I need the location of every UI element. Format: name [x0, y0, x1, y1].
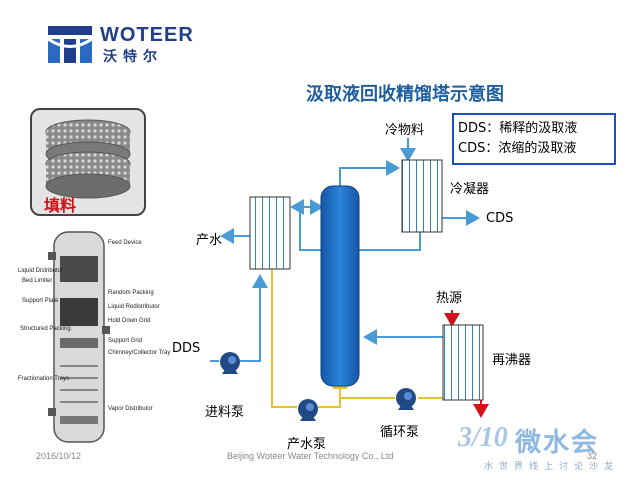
- column-cutaway-illustration: Feed Device Liquid Distributor Bed Limit…: [18, 226, 182, 448]
- legend-box: [452, 113, 616, 165]
- packing-label: 填料: [44, 196, 77, 215]
- label-heat-source: 热源: [436, 291, 463, 306]
- reboiler-exchanger: [442, 324, 484, 401]
- callout-bed-limiter: Bed Limiter: [22, 278, 53, 284]
- packing-photo: [30, 108, 146, 216]
- label-cold-material: 冷物料: [385, 123, 425, 138]
- logo-cn: 沃特尔: [103, 49, 163, 65]
- callout-hold-down-grid: Hold Down Grid: [108, 318, 151, 324]
- legend-dds: DDS：稀释的汲取液: [458, 121, 578, 136]
- label-cds-out: CDS: [486, 211, 514, 226]
- label-feed-pump: 进料泵: [205, 405, 245, 420]
- callout-support-grid: Support Grid: [108, 338, 143, 344]
- label-dds-in: DDS: [172, 341, 201, 356]
- callout-support-plate: Support Plate: [22, 298, 59, 304]
- logo-name: WOTEER: [100, 24, 194, 46]
- page-title: 汲取液回收精馏塔示意图: [306, 84, 504, 105]
- watermark-slogan: 水世界线上讨论沙龙: [484, 462, 620, 472]
- callout-liquid-distributor: Liquid Distributor: [18, 268, 64, 274]
- callout-vapor-distributor: Vapor Distributor: [108, 406, 153, 412]
- callout-chimney-tray: Chimney/Collector Tray: [108, 350, 171, 356]
- callout-random-packing: Random Packing: [108, 290, 154, 296]
- watermark-number: 3/10: [458, 422, 508, 453]
- footer-date: 2016/10/12: [36, 451, 82, 461]
- label-circulation-pump: 循环泵: [380, 425, 420, 440]
- label-condenser: 冷凝器: [450, 182, 490, 197]
- condenser-exchanger: [401, 159, 443, 233]
- distillation-column: [320, 185, 360, 387]
- circulation-pump-icon: [396, 388, 416, 410]
- footer-company: Beijing Woteer Water Technology Co., Ltd: [227, 451, 394, 461]
- legend-cds: CDS：浓缩的汲取液: [458, 141, 577, 156]
- water-cooler-exchanger: [249, 196, 291, 270]
- packing-image-icon: [45, 119, 131, 199]
- woteer-logo-icon: [47, 26, 93, 63]
- blue-pipes: [210, 138, 480, 362]
- water-pump-icon: [298, 399, 318, 421]
- footer-page: 32: [587, 451, 598, 461]
- label-produced-water: 产水: [196, 233, 223, 248]
- watermark-name: 微水会: [515, 428, 600, 458]
- label-reboiler: 再沸器: [492, 353, 532, 368]
- callout-liquid-redistributor: Liquid Redistributor: [108, 304, 160, 310]
- callout-feed-device: Feed Device: [108, 240, 142, 246]
- column-cutaway-icon: [48, 231, 110, 443]
- feed-pump-icon: [220, 352, 240, 374]
- label-water-pump: 产水泵: [287, 437, 327, 452]
- callout-fractionation-trays: Fractionation Trays: [18, 376, 70, 382]
- heat-arrows: [444, 310, 489, 418]
- callout-structured-packing: Structured Packing: [20, 326, 71, 332]
